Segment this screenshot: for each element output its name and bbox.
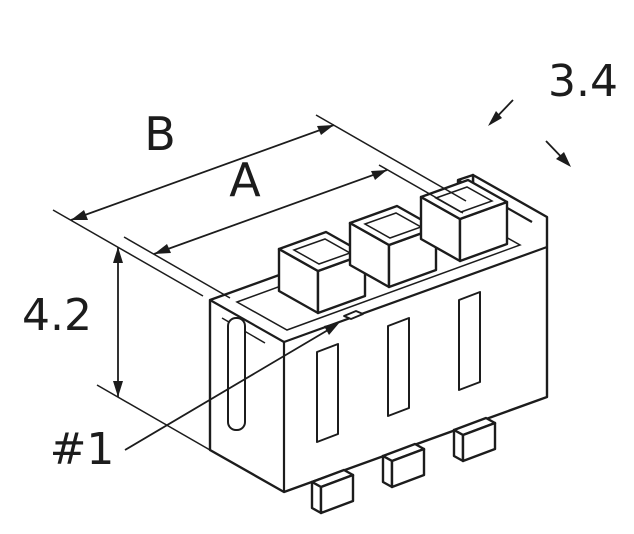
side-groove-slot (227, 317, 246, 431)
dim-a-extension-left (123, 236, 231, 299)
dim-a-arrowhead-left (154, 244, 171, 254)
dim-b-arrowhead-left (71, 210, 88, 220)
dim-a-extension-right (378, 164, 464, 214)
pin1-leader-line (124, 329, 329, 451)
foot-2-front (390, 447, 426, 489)
front-slot-2 (387, 317, 410, 417)
dim-34-arrowhead-lower (556, 152, 571, 167)
foot-2-left (381, 454, 394, 489)
left-top-edge (209, 299, 285, 343)
front-slot-3 (458, 291, 481, 391)
mounting-feet (310, 416, 497, 515)
dim-42-arrowhead-bottom (113, 381, 123, 397)
foot-3-front (461, 421, 497, 463)
foot-1-left (310, 480, 323, 515)
pin1-polarity-bump (343, 310, 364, 320)
foot-1-front (319, 473, 355, 515)
front-slots (316, 291, 481, 443)
dimension-4-2: 4.2 (22, 247, 211, 451)
dimension-b: B (52, 107, 467, 297)
pin1-arrowhead (324, 322, 340, 335)
dimension-3-4: 3.4 (488, 56, 618, 167)
dim-a-label: A (229, 153, 261, 207)
dim-34-label: 3.4 (548, 56, 618, 107)
dim-42-label: 4.2 (22, 290, 92, 341)
dim-42-arrowhead-top (113, 247, 123, 263)
dim-b-arrowhead-right (317, 125, 334, 135)
dim-a-arrowhead-right (371, 170, 387, 180)
dim-b-extension-left (52, 209, 204, 297)
front-slot-1 (316, 343, 339, 443)
connector-body (208, 173, 549, 515)
dim-a-line (153, 169, 388, 255)
foot-3-left (452, 428, 465, 463)
pin1-label: #1 (50, 424, 115, 475)
dim-42-extension-bottom (96, 384, 211, 451)
contact-post-1 (277, 230, 367, 315)
dim-b-extension-right (315, 114, 467, 202)
dimension-a: A (123, 153, 464, 299)
pin1-callout: #1 (50, 322, 340, 475)
dim-b-label: B (144, 107, 176, 161)
dim-34-arrowhead-upper (488, 111, 502, 126)
dim-b-line (70, 124, 335, 221)
